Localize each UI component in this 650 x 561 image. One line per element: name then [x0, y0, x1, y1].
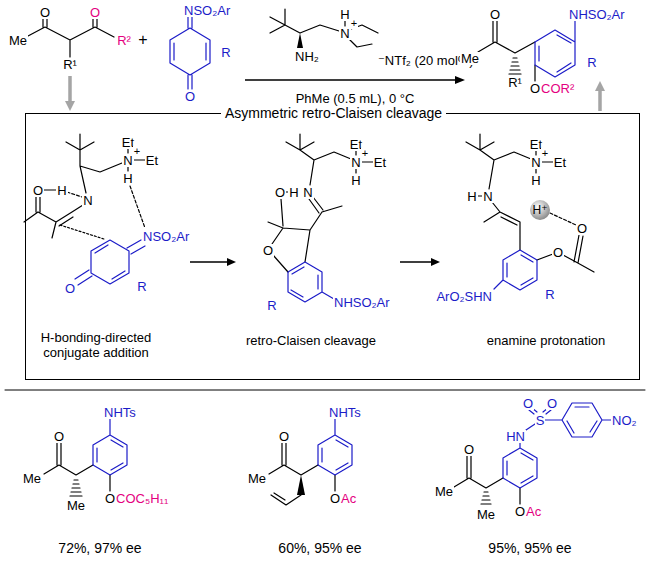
atom-label: NH₂: [294, 50, 320, 63]
atom-label: O: [32, 184, 44, 197]
atom-label: O: [576, 222, 588, 235]
atom-label: +: [361, 148, 369, 159]
atom-label: H: [56, 184, 67, 197]
atom-label: Me: [247, 472, 267, 485]
atom-label: O: [546, 397, 558, 410]
atom-label: COR²: [540, 82, 575, 95]
atom-label: N: [302, 186, 313, 199]
wedge-bond: [297, 475, 305, 495]
atom-label: NHSO₂Ar: [333, 296, 391, 309]
proton-ball: [530, 200, 550, 220]
atom-label: N: [482, 190, 493, 203]
black-bonds: [5, 9, 645, 505]
reaction-condition: PhMe (0.5 mL), 0 °C: [295, 92, 416, 105]
atom-label: NHSO₂Ar: [568, 8, 626, 21]
atom-label: +: [350, 18, 358, 29]
atom-label: O: [64, 282, 76, 295]
atom-label: O: [53, 430, 65, 443]
atom-label: R¹: [62, 58, 78, 71]
atom-label: Me: [434, 485, 454, 498]
atom-label: O: [278, 430, 290, 443]
atom-label: H⁺: [532, 204, 549, 216]
atom-label: R²: [116, 34, 132, 47]
atom-label: R: [586, 56, 597, 69]
atom-label: R¹: [507, 76, 523, 89]
atom-label: R: [136, 280, 147, 293]
atom-label: O: [39, 6, 51, 19]
atom-label: O: [262, 244, 274, 257]
reaction-arrows: [190, 76, 465, 266]
atom-label: NSO₂Ar: [142, 230, 190, 243]
atom-label: COC₅H₁₁: [115, 492, 169, 505]
atom-label: O: [184, 90, 196, 103]
atom-label: O: [489, 8, 501, 21]
atom-label: NSO₂Ar: [183, 4, 231, 17]
atom-label: Me: [460, 52, 480, 65]
yield-label: 72%, 97% ee: [57, 541, 142, 555]
atom-label: Me: [22, 472, 42, 485]
yield-label: 95%, 95% ee: [487, 541, 572, 555]
atom-label: +: [541, 148, 549, 159]
wedge-bond: [297, 33, 303, 48]
atom-label: O: [274, 186, 286, 199]
atom-label: O: [552, 246, 564, 259]
atom-label: Ac: [525, 505, 542, 518]
atom-label: Et: [553, 156, 567, 169]
atom-label: +: [133, 146, 141, 157]
atom-label: Et: [145, 154, 159, 167]
plus-sign: +: [137, 32, 148, 48]
atom-label: ArO₂SHN: [435, 290, 493, 303]
atom-label: R: [220, 46, 231, 59]
atom-label: H: [350, 174, 361, 187]
atom-label: S: [535, 414, 546, 427]
step-caption: retro-Claisen cleavage: [236, 334, 386, 349]
atom-label: H: [122, 172, 133, 185]
step-caption: H-bonding-directed conjugate addition: [21, 331, 171, 361]
box-heading: Asymmetric retro-Claisen cleavage: [221, 105, 446, 121]
atom-label: HN: [505, 430, 526, 443]
atom-label: Me: [66, 499, 86, 512]
atom-label: Me: [476, 508, 496, 521]
atom-label: R: [544, 288, 555, 301]
step-caption: enamine protonation: [461, 334, 631, 349]
yield-label: 60%, 95% ee: [277, 541, 362, 555]
atom-label: Ac: [340, 492, 357, 505]
atom-label: NHTs: [328, 406, 362, 419]
atom-label: O: [463, 443, 475, 456]
atom-label: NHTs: [103, 406, 137, 419]
atom-label: H: [466, 190, 477, 203]
atom-label: H: [530, 174, 541, 187]
atom-label: Et: [373, 156, 387, 169]
atom-label: O: [522, 397, 534, 410]
atom-label: O: [89, 6, 101, 19]
blue-bonds: [75, 17, 611, 488]
atom-label: R: [266, 299, 277, 312]
atom-label: H: [288, 186, 299, 199]
atom-label: NO₂: [611, 414, 638, 427]
atom-label: N: [82, 194, 93, 207]
atom-label: Me: [8, 34, 28, 47]
